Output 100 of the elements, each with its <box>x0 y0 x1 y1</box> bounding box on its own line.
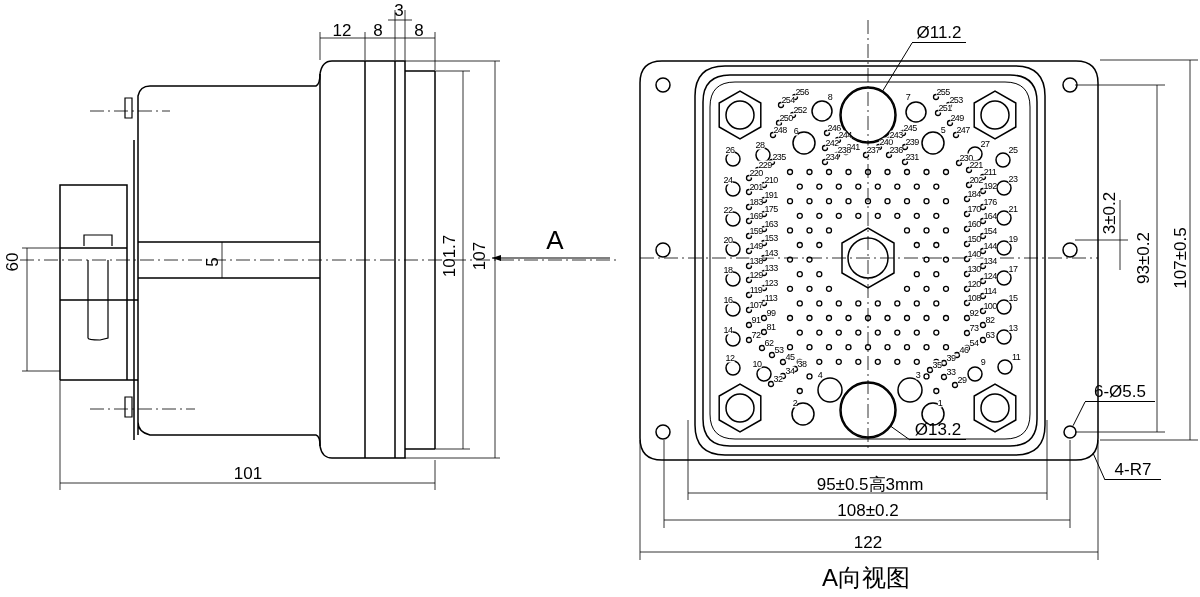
dimension-value: 60 <box>3 252 21 272</box>
pin-number: 32 <box>773 374 783 384</box>
pin-number: 91 <box>751 315 761 325</box>
pin-number: 22 <box>723 205 733 215</box>
pin-number: 3 <box>915 370 921 380</box>
pin-number: 247 <box>956 125 970 135</box>
dimension-value: 95±0.5高3mm <box>816 475 924 493</box>
pin-number: 255 <box>936 87 950 97</box>
dimension-value: 108±0.2 <box>837 501 899 519</box>
dimension-value: 8 <box>414 21 424 39</box>
pin-number: 9 <box>980 357 986 367</box>
pin-number: 149 <box>749 241 763 251</box>
mounting-hole <box>1063 425 1077 439</box>
pin-number: 21 <box>1008 204 1018 214</box>
pin-number: 18 <box>723 265 733 275</box>
pin-number: 210 <box>764 175 778 185</box>
pin-number: 2 <box>792 398 798 408</box>
pin-number: 246 <box>827 123 841 133</box>
pin-number: 6 <box>793 126 799 136</box>
dimension-value: 12 <box>332 21 352 39</box>
pin-number: 229 <box>758 160 772 170</box>
pin-number: 120 <box>967 279 981 289</box>
pin-number: 240 <box>879 137 893 147</box>
pin-number: 113 <box>764 293 778 303</box>
leader-line <box>1092 452 1106 481</box>
pin-number: 4 <box>817 370 823 380</box>
pin-number: 140 <box>967 249 981 259</box>
pin-number: 201 <box>749 182 763 192</box>
pin-number: 73 <box>969 323 979 333</box>
pin-number: 138 <box>749 256 763 266</box>
pin-number: 46 <box>959 345 969 355</box>
pin-number: 236 <box>889 145 903 155</box>
pin-number: 256 <box>795 87 809 97</box>
pin-number: 16 <box>723 295 733 305</box>
contact-hole <box>840 382 896 438</box>
pin-number: 234 <box>825 152 839 162</box>
pin-number: 184 <box>967 189 981 199</box>
pin-number: 19 <box>1008 234 1018 244</box>
pin-number: 230 <box>959 153 973 163</box>
pin-number: 133 <box>764 263 778 273</box>
pin-number: 242 <box>825 138 839 148</box>
pin-number: 62 <box>764 338 774 348</box>
view-letter: A <box>546 227 564 253</box>
pin-number: 12 <box>725 353 735 363</box>
pin-number: 53 <box>774 345 784 355</box>
pin-number: 38 <box>797 359 807 369</box>
pin-number: 202 <box>969 175 983 185</box>
pin-number: 245 <box>903 123 917 133</box>
pin-number: 10 <box>752 359 762 369</box>
view-title: A向视图 <box>822 566 910 590</box>
dimension-value: 101.7 <box>440 234 458 278</box>
pin-number: 211 <box>983 167 997 177</box>
pin-number: 150 <box>967 234 981 244</box>
pin-number: 5 <box>940 125 946 135</box>
pin-number: 159 <box>749 226 763 236</box>
dimension-value: 3±0.2 <box>1100 191 1118 235</box>
pin-number: 29 <box>957 375 967 385</box>
pin-number: 81 <box>766 322 776 332</box>
dimension-value: 101 <box>233 464 263 482</box>
pin-number: 176 <box>983 197 997 207</box>
pin-number: 191 <box>764 190 778 200</box>
pin-number: 11 <box>1011 352 1021 362</box>
dimension-value: 107±0.5 <box>1171 227 1189 289</box>
pin-number: 25 <box>1008 145 1018 155</box>
pin-number: 192 <box>983 181 997 191</box>
pin-number: 129 <box>749 270 763 280</box>
pin-number: 130 <box>967 264 981 274</box>
dimension-value: 3 <box>394 1 404 19</box>
pin-number: 143 <box>764 248 778 258</box>
pin-number: 35 <box>932 360 942 370</box>
pin-number: 7 <box>905 92 911 102</box>
callout-label: Ø11.2 <box>912 24 966 43</box>
pin-number: 153 <box>764 233 778 243</box>
pin-number: 15 <box>1008 293 1018 303</box>
leader-line <box>882 42 913 92</box>
dimension-value: 5 <box>203 257 221 267</box>
pin-number: 82 <box>985 315 995 325</box>
pin-number: 252 <box>793 105 807 115</box>
pin-number: 26 <box>725 145 735 155</box>
pin-number: 170 <box>967 204 981 214</box>
pin-number: 250 <box>779 113 793 123</box>
dimension-value: 107 <box>470 241 488 271</box>
leader-line <box>1072 401 1086 427</box>
pin-number: 27 <box>980 139 990 149</box>
pin-number: 17 <box>1008 264 1018 274</box>
pin-number: 231 <box>905 152 919 162</box>
pin-number: 124 <box>983 271 997 281</box>
pin-number: 24 <box>723 175 733 185</box>
pin-number: 220 <box>749 168 763 178</box>
dimension-value: 8 <box>373 21 383 39</box>
pin-number: 239 <box>905 137 919 147</box>
dimension-value: 93±0.2 <box>1134 232 1152 284</box>
pin-number: 248 <box>773 125 787 135</box>
pin-number: 28 <box>755 140 765 150</box>
pin-number: 169 <box>749 211 763 221</box>
pin-number: 14 <box>723 325 733 335</box>
pin-number: 20 <box>723 235 733 245</box>
pin-number: 221 <box>969 160 983 170</box>
pin-number: 99 <box>766 308 776 318</box>
pin-number: 235 <box>772 152 786 162</box>
